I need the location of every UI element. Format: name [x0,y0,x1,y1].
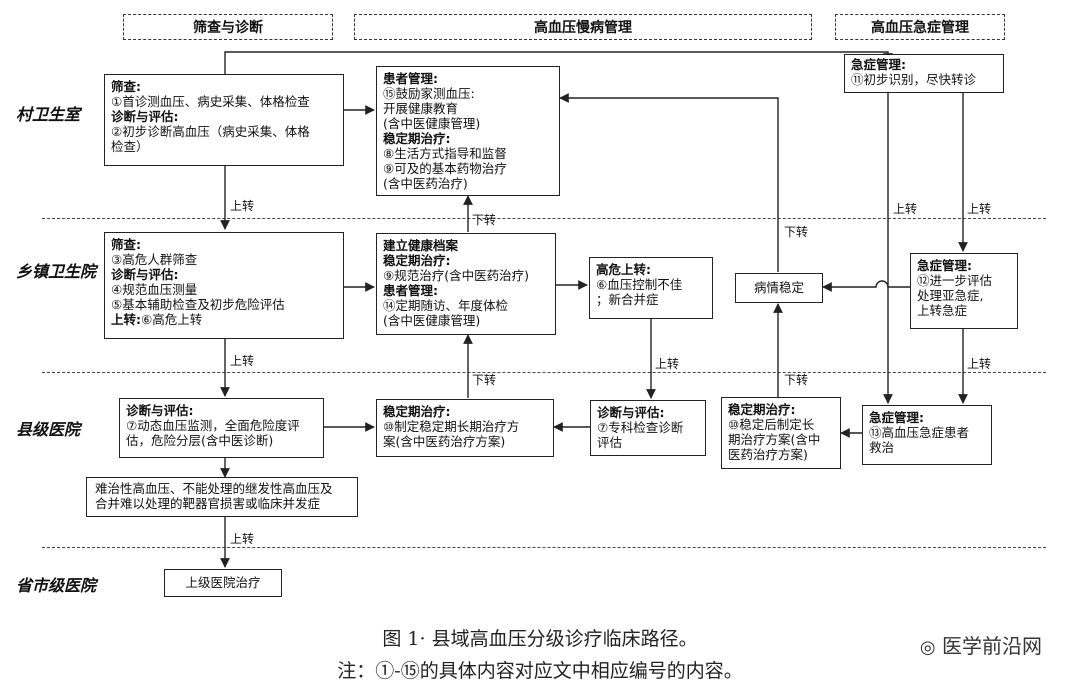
box-line: ⑧生活方式指导和监督 [383,146,507,161]
arrow-label-up: 上转 [230,199,255,213]
box-line: ⑬高血压急症患者 [869,425,970,440]
arrow-label-up: 上转 [967,357,992,371]
header-emergency: 高血压急症管理 [835,14,1005,40]
box-heading: 筛查: [111,237,141,252]
arrow-label-up: 上转 [967,202,992,216]
box-line: ①首诊测血压、病史采集、体格检查 [111,94,310,109]
box-heading: 急症管理: [851,57,906,72]
box-heading: 诊断与评估: [126,403,194,418]
box-line: 估，危险分层(含中医诊断) [126,433,274,448]
arrow-label-up: 上转 [230,354,255,368]
level-village: 村卫生室 [16,105,81,124]
box-line: ⑥血压控制不佳 [596,277,683,292]
county-post-stable-box: 稳定期治疗: ⑩稳定后制定长 期治疗方案(含中 医药治疗方案) [721,397,841,469]
box-line: 病情稳定 [753,280,804,295]
township-screening-box: 筛查: ③高危人群筛查 诊断与评估: ④规范血压测量 ⑤基本辅助检查及初步危险评… [104,232,344,339]
box-line: 合并难以处理的靶器官损害或临床并发症 [95,496,321,511]
arrow-label-down: 下转 [472,213,497,227]
box-line: ⑨可及的基本药物治疗 [383,161,507,176]
box-line: ⑦专科检查诊断 [597,420,684,435]
box-line: ⑤基本辅助检查及初步危险评估 [111,297,285,312]
box-heading: 稳定期治疗: [383,404,451,419]
village-patient-management-box: 患者管理: ⑮鼓励家测血压: 开展健康教育 (含中医健康管理) 稳定期治疗: ⑧… [376,66,560,196]
box-line: ⑭定期随访、年度体检 [383,298,509,313]
arrow-label-down: 下转 [784,225,809,239]
village-emergency-box: 急症管理: ⑪初步识别，尽快转诊 [844,54,1004,93]
box-line: (含中医健康管理) [383,313,481,328]
box-heading: 筛查: [111,79,141,94]
box-line: 开展健康教育 [383,101,459,116]
county-emergency-box: 急症管理: ⑬高血压急症患者 救治 [862,405,992,465]
arrow-label-down: 下转 [472,373,497,387]
box-line: ；新合并症 [596,292,659,307]
separator-line [42,547,1046,548]
arrow-label-down: 下转 [784,373,809,387]
figure-caption: 图 1· 县域高血压分级诊疗临床路径。 [382,628,698,650]
box-line: 评估 [597,435,623,450]
box-heading: 建立健康档案 [383,238,459,253]
level-provincial: 省市级医院 [16,576,97,595]
township-health-record-box: 建立健康档案 稳定期治疗: ⑨规范治疗(含中医药治疗) 患者管理: ⑭定期随访、… [376,233,556,335]
box-line: 上转急症 [917,303,968,318]
watermark: ◎ 医学前沿网 [920,630,1042,659]
box-line: ②初步诊断高血压（病史采集、体格 [111,124,310,139]
box-line: ⑦动态血压监测，全面危险度评 [126,418,300,433]
box-line: ⑪初步识别，尽快转诊 [851,72,977,87]
box-line: ⑮鼓励家测血压: [383,86,475,101]
refractory-hypertension-box: 难治性高血压、不能处理的继发性高血压及 合并难以处理的靶器官损害或临床并发症 [86,477,358,517]
county-stable-treatment-box: 稳定期治疗: ⑩制定稳定期长期治疗方 案(含中医药治疗方案) [376,399,554,457]
box-line: ⑫进一步评估 [917,273,993,288]
box-heading: 上转: [111,312,141,327]
separator-line [42,218,1046,219]
box-heading: 患者管理: [383,283,438,298]
box-line: ⑩制定稳定期长期治疗方 [383,419,520,434]
box-heading: 患者管理: [383,71,438,86]
figure-note: 注：①-⑮的具体内容对应文中相应编号的内容。 [337,660,743,682]
box-heading: 诊断与评估: [597,405,665,420]
box-line: 案(含中医药治疗方案) [383,434,506,449]
arrow-label-up: 上转 [655,357,680,371]
arrow-label-up: 上转 [230,532,255,546]
condition-stable-box: 病情稳定 [735,273,823,303]
township-high-risk-box: 高危上转: ⑥血压控制不佳 ；新合并症 [589,257,713,319]
provincial-treatment-box: 上级医院治疗 [164,569,282,597]
box-line: 难治性高血压、不能处理的继发性高血压及 [95,481,333,496]
box-heading: 诊断与评估: [111,267,179,282]
box-heading: 稳定期治疗: [383,253,451,268]
county-specialist-box: 诊断与评估: ⑦专科检查诊断 评估 [590,400,706,456]
level-county: 县级医院 [16,420,81,439]
county-diagnosis-box: 诊断与评估: ⑦动态血压监测，全面危险度评 估，危险分层(含中医诊断) [119,398,324,458]
box-heading: 高危上转: [596,262,651,277]
box-heading: 诊断与评估: [111,109,179,124]
box-line: 上级医院治疗 [185,575,261,590]
box-line: 检查） [111,139,149,154]
box-line: (含中医药治疗) [383,176,468,191]
village-screening-box: 筛查: ①首诊测血压、病史采集、体格检查 诊断与评估: ②初步诊断高血压（病史采… [104,74,344,166]
box-line: ⑥高危上转 [141,312,203,327]
watermark-text: 医学前沿网 [942,634,1042,658]
box-heading: 稳定期治疗: [383,131,451,146]
box-heading: 急症管理: [917,258,972,273]
box-heading: 急症管理: [869,410,924,425]
township-emergency-box: 急症管理: ⑫进一步评估 处理亚急症, 上转急症 [910,253,1018,329]
box-line: 医药治疗方案) [728,447,808,462]
wechat-icon: ◎ [919,637,936,658]
box-heading: 稳定期治疗: [728,402,796,417]
box-line: (含中医健康管理) [383,116,481,131]
level-township: 乡镇卫生院 [16,262,97,281]
arrow-label-up: 上转 [893,202,918,216]
separator-line [42,372,1046,373]
box-line: ③高危人群筛查 [111,252,198,267]
box-line: 处理亚急症, [917,288,984,303]
box-line: ④规范血压测量 [111,282,198,297]
box-line: 救治 [869,440,895,455]
header-screening: 筛查与诊断 [123,14,333,40]
box-line: 期治疗方案(含中 [728,432,821,447]
box-line: ⑨规范治疗(含中医药治疗) [383,268,529,283]
header-chronic: 高血压慢病管理 [354,14,812,40]
box-line: ⑩稳定后制定长 [728,417,815,432]
